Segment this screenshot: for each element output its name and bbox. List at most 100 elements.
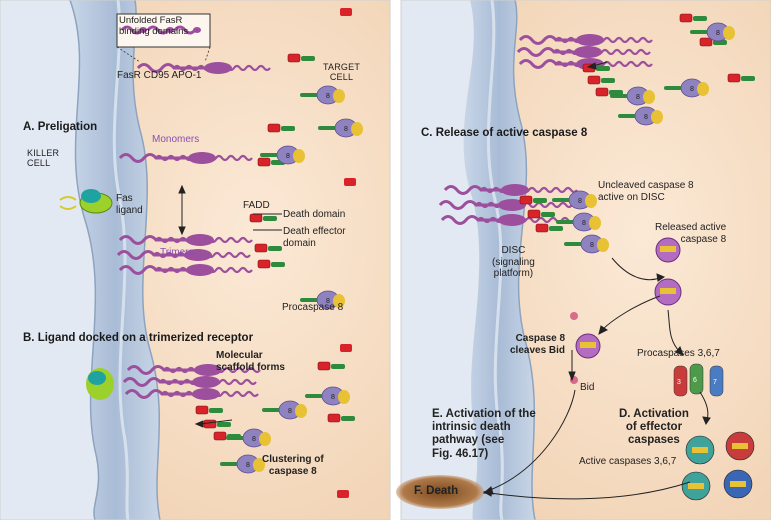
procaspase-icon — [673, 365, 688, 397]
active-caspase8-band-icon — [580, 342, 596, 348]
fas-receptor — [118, 152, 253, 164]
fadd-death-domain-icon — [327, 413, 341, 423]
fadd-death-domain-icon — [519, 195, 533, 205]
fadd-death-domain-icon — [587, 75, 601, 85]
fas-receptor — [518, 34, 653, 46]
caspase-number-label: 8 — [246, 462, 250, 469]
caspase-number-label: 8 — [288, 408, 292, 415]
label-unfolded-binding: Unfolded FasR binding domains — [119, 15, 189, 37]
caspase-domain-icon — [597, 238, 609, 252]
fadd-effector-icon — [541, 212, 555, 217]
fas-receptor — [126, 364, 261, 376]
caspase-prodomain-icon — [564, 242, 582, 246]
label-death: F. Death — [414, 485, 459, 497]
fas-receptor — [116, 249, 251, 261]
label-active-caspases: Active caspases 3,6,7 — [579, 456, 677, 467]
fadd-death-domain-icon — [195, 405, 209, 415]
procaspase-number-label: 6 — [693, 377, 697, 384]
procaspase-number-label: 7 — [713, 379, 717, 386]
caspase-prodomain-icon — [318, 126, 336, 130]
caspase-prodomain-icon — [618, 114, 636, 118]
fas-receptor — [118, 234, 253, 246]
caspase-prodomain-icon — [305, 394, 323, 398]
caspase-number-label: 8 — [716, 30, 720, 37]
bid-icon — [570, 312, 578, 320]
caspase-domain-icon — [589, 216, 601, 230]
label-section-e: E. Activation of the intrinsic death pat… — [432, 408, 536, 460]
caspase-prodomain-icon — [220, 462, 238, 466]
active-caspase8-band-icon — [660, 246, 676, 252]
fadd-death-domain-icon — [595, 87, 609, 97]
caspase-prodomain-icon — [664, 86, 682, 90]
fas-receptor — [443, 184, 578, 196]
label-fas-ligand: Fas ligand — [116, 193, 143, 216]
active-effector-band-icon — [692, 447, 708, 453]
label-section-c: C. Release of active caspase 8 — [421, 127, 588, 139]
fadd-death-domain-icon — [257, 157, 271, 167]
label-section-b: B. Ligand docked on a trimerized recepto… — [23, 332, 254, 344]
fadd-effector-icon — [741, 76, 755, 81]
fas-receptor — [516, 46, 651, 58]
fas-receptor — [124, 388, 259, 400]
fadd-free-icon — [337, 490, 349, 498]
caspase-number-label: 8 — [326, 93, 330, 100]
label-clustering: Clustering of caspase 8 — [262, 454, 324, 477]
caspase-domain-icon — [333, 294, 345, 308]
fadd-effector-icon — [601, 78, 615, 83]
label-procaspase8: Procaspase 8 — [282, 302, 344, 313]
fadd-death-domain-icon — [699, 37, 713, 47]
fadd-death-domain-icon — [249, 213, 263, 223]
fas-receptor — [136, 62, 271, 74]
label-procaspases: Procaspases 3,6,7 — [637, 348, 720, 359]
label-fasr: FasR CD95 APO-1 — [117, 70, 202, 81]
caspase-number-label: 8 — [590, 242, 594, 249]
caspase-number-label: 8 — [252, 436, 256, 443]
label-section-d: D. Activation of effector caspases — [619, 408, 689, 447]
caspase-prodomain-icon — [260, 153, 278, 157]
caspase-number-label: 8 — [326, 298, 330, 305]
caspase-domain-icon — [651, 110, 663, 124]
caspase-prodomain-icon — [300, 93, 318, 97]
caspase-domain-icon — [338, 390, 350, 404]
caspase-domain-icon — [723, 26, 735, 40]
fadd-death-domain-icon — [679, 13, 693, 23]
label-section-a: A. Preligation — [23, 121, 98, 133]
fadd-death-domain-icon — [203, 419, 217, 429]
fadd-death-domain-icon — [535, 223, 549, 233]
active-caspase8-band-icon — [660, 288, 676, 294]
procaspase-icon — [689, 363, 704, 395]
caspase-prodomain-icon — [690, 30, 708, 34]
label-released: Released active caspase 8 — [655, 222, 727, 245]
fadd-death-domain-icon — [727, 73, 741, 83]
fadd-death-domain-icon — [317, 361, 331, 371]
fas-ligand-docked-core-icon — [88, 371, 106, 385]
caspase-number-label: 8 — [286, 153, 290, 160]
caspase-domain-icon — [259, 432, 271, 446]
fadd-death-domain-icon — [254, 243, 268, 253]
procaspase-number-label: 3 — [677, 379, 681, 386]
caspase-domain-icon — [333, 89, 345, 103]
label-target-cell: TARGET CELL — [323, 62, 361, 83]
fas-ligand-core-icon — [81, 189, 101, 203]
fadd-free-icon — [340, 344, 352, 352]
label-monomers: Monomers — [152, 134, 200, 145]
caspase-domain-icon — [697, 82, 709, 96]
caspase-domain-icon — [585, 194, 597, 208]
right-panel — [396, 0, 771, 520]
label-death-effector: Death effector domain — [283, 226, 346, 249]
caspase-number-label: 8 — [644, 114, 648, 121]
caspase-number-label: 8 — [582, 220, 586, 227]
label-bid: Bid — [580, 382, 595, 393]
fadd-free-icon — [344, 178, 356, 186]
fadd-death-domain-icon — [267, 123, 281, 133]
fas-receptor — [122, 376, 257, 388]
fadd-effector-icon — [533, 198, 547, 203]
label-death-domain: Death domain — [283, 209, 346, 220]
caspase-number-label: 8 — [331, 394, 335, 401]
caspase-number-label: 8 — [344, 126, 348, 133]
arrows — [178, 61, 711, 500]
fadd-effector-icon — [549, 226, 563, 231]
fadd-death-domain-icon — [527, 209, 541, 219]
fas-receptor — [118, 264, 253, 276]
